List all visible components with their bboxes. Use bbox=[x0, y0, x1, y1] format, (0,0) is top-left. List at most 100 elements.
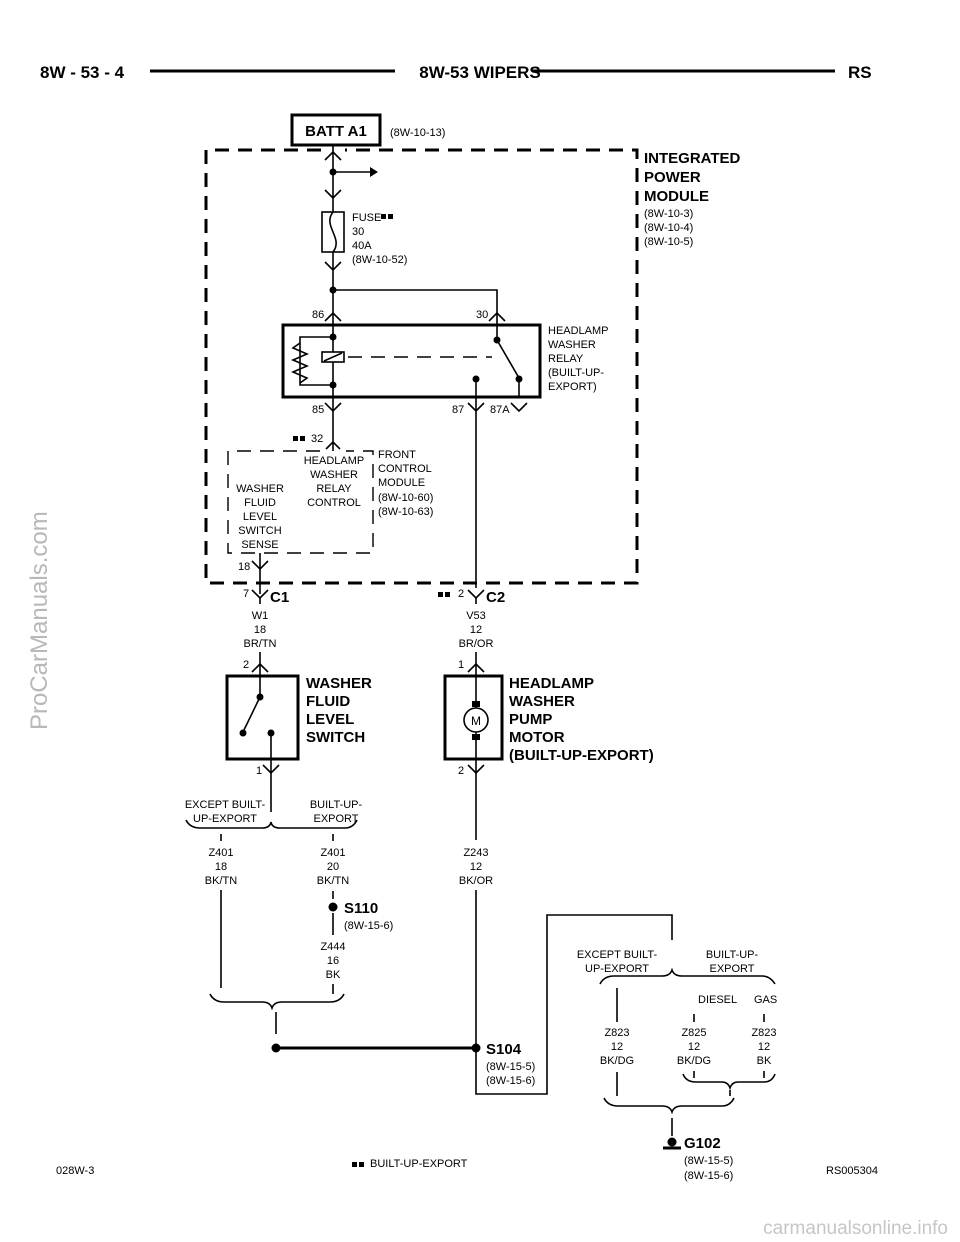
ground-g102: G102 (8W-15-5) (8W-15-6) bbox=[663, 1135, 733, 1182]
relay-label-5: EXPORT) bbox=[548, 381, 597, 393]
svg-text:Z825: Z825 bbox=[681, 1027, 706, 1039]
connector-c1: 7 C1 bbox=[243, 588, 289, 606]
built-up-export-legend-marker bbox=[352, 1162, 364, 1167]
relay-label-2: WASHER bbox=[548, 339, 596, 351]
sense-4: SWITCH bbox=[238, 525, 281, 537]
fuse-number: 30 bbox=[352, 226, 364, 238]
side-watermark: ProCarManuals.com bbox=[26, 511, 53, 730]
c1-name: C1 bbox=[270, 589, 289, 606]
model-code: RS bbox=[848, 63, 872, 82]
pin-30: 30 bbox=[476, 309, 488, 321]
wire-z823-bk: Z823 12 BK bbox=[751, 1027, 776, 1067]
relay-label-3: RELAY bbox=[548, 353, 584, 365]
switch-title-1: WASHER bbox=[306, 675, 372, 692]
headlamp-washer-relay: HEADLAMP WASHER RELAY (BUILT-UP- EXPORT) bbox=[281, 323, 609, 399]
splice-s110: S110 (8W-15-6) Z444 16 BK bbox=[320, 900, 393, 994]
pump-pin-1: 1 bbox=[458, 659, 464, 671]
relay-control-3: RELAY bbox=[316, 483, 352, 495]
pin-87a: 87A bbox=[490, 404, 510, 416]
pin-87: 87 bbox=[452, 404, 464, 416]
svg-text:12: 12 bbox=[611, 1041, 623, 1053]
c2-name: C2 bbox=[486, 589, 505, 606]
wire-z243: Z243 12 BK/OR bbox=[459, 847, 493, 1046]
motor-symbol: M bbox=[471, 714, 481, 728]
ground-option-split: EXCEPT BUILT- UP-EXPORT BUILT-UP- EXPORT… bbox=[577, 949, 777, 1022]
svg-text:12: 12 bbox=[470, 624, 482, 636]
g-except-2: UP-EXPORT bbox=[585, 963, 649, 975]
figure-id: 028W-3 bbox=[56, 1165, 94, 1177]
fcm-pin-32: 32 bbox=[311, 433, 323, 445]
fcm-pin-18: 18 bbox=[238, 561, 250, 573]
fuse-30: FUSE 30 40A (8W-10-52) bbox=[321, 211, 407, 290]
batt-label: BATT A1 bbox=[305, 123, 367, 140]
fcm-label-3: MODULE bbox=[378, 477, 425, 489]
ipm-ref-1: (8W-10-3) bbox=[644, 208, 693, 220]
s104-ref-2: (8W-15-6) bbox=[486, 1075, 535, 1087]
gas-label: GAS bbox=[754, 994, 777, 1006]
g102-name: G102 bbox=[684, 1135, 721, 1152]
g102-ref-2: (8W-15-6) bbox=[684, 1170, 733, 1182]
s110-ref: (8W-15-6) bbox=[344, 920, 393, 932]
svg-text:12: 12 bbox=[758, 1041, 770, 1053]
built-up-export-marker bbox=[293, 436, 305, 441]
page-header: 8W - 53 - 4 8W-53 WIPERS RS bbox=[40, 63, 872, 82]
batt-a1: BATT A1 (8W-10-13) bbox=[290, 113, 445, 147]
relay-output-pins: 85 87 87A bbox=[312, 397, 528, 588]
switch-pin-2: 2 bbox=[243, 659, 249, 671]
svg-text:Z401: Z401 bbox=[320, 847, 345, 859]
fuse-ref: (8W-10-52) bbox=[352, 254, 407, 266]
except-2: UP-EXPORT bbox=[193, 813, 257, 825]
svg-text:W1: W1 bbox=[252, 610, 269, 622]
svg-text:16: 16 bbox=[327, 955, 339, 967]
sense-3: LEVEL bbox=[243, 511, 277, 523]
integrated-power-module: INTEGRATED POWER MODULE (8W-10-3) (8W-10… bbox=[204, 148, 741, 585]
relay-label-1: HEADLAMP bbox=[548, 325, 609, 337]
legend-label: BUILT-UP-EXPORT bbox=[370, 1158, 468, 1170]
diesel-label: DIESEL bbox=[698, 994, 737, 1006]
c1-pin: 7 bbox=[243, 588, 249, 600]
relay-control-4: CONTROL bbox=[307, 497, 361, 509]
page-title: 8W-53 WIPERS bbox=[419, 63, 541, 82]
svg-text:12: 12 bbox=[470, 861, 482, 873]
sense-5: SENSE bbox=[241, 539, 278, 551]
splice-s104: S104 (8W-15-5) (8W-15-6) bbox=[475, 914, 673, 1095]
svg-text:18: 18 bbox=[254, 624, 266, 636]
built-up-export-marker bbox=[438, 592, 450, 597]
built-up-export-marker bbox=[381, 214, 393, 219]
diesel-gas-merge bbox=[603, 1071, 776, 1136]
page-number: 8W - 53 - 4 bbox=[40, 63, 125, 82]
s110-name: S110 bbox=[344, 900, 378, 917]
fcm-label-2: CONTROL bbox=[378, 463, 432, 475]
except-1: EXCEPT BUILT- bbox=[185, 799, 266, 811]
wire-z825: Z825 12 BK/DG bbox=[677, 1027, 711, 1067]
front-control-module: 32 HEADLAMP WASHER RELAY CONTROL WASHER … bbox=[227, 433, 433, 594]
ipm-title-2: POWER bbox=[644, 169, 701, 186]
wire-z401-20: Z401 20 BK/TN bbox=[317, 847, 349, 899]
c2-pin: 2 bbox=[458, 588, 464, 600]
svg-text:Z823: Z823 bbox=[604, 1027, 629, 1039]
svg-text:BK/TN: BK/TN bbox=[317, 875, 349, 887]
switch-title-2: FLUID bbox=[306, 693, 350, 710]
switch-pin-1: 1 bbox=[256, 765, 262, 777]
s104-name: S104 bbox=[486, 1041, 522, 1058]
pump-pin-2: 2 bbox=[458, 765, 464, 777]
wire-w1: W1 18 BR/TN bbox=[244, 610, 277, 676]
page-footer: 028W-3 BUILT-UP-EXPORT RS005304 bbox=[56, 1158, 878, 1177]
headlamp-washer-pump-motor: 1 M HEADLAMP WASHER PUMP MOTOR (BUILT-UP… bbox=[443, 659, 654, 840]
pump-title-2: WASHER bbox=[509, 693, 575, 710]
g102-ref-1: (8W-15-5) bbox=[684, 1155, 733, 1167]
relay-control-2: WASHER bbox=[310, 469, 358, 481]
ipm-title-3: MODULE bbox=[644, 188, 709, 205]
pump-title-1: HEADLAMP bbox=[509, 675, 594, 692]
switch-title-4: SWITCH bbox=[306, 729, 365, 746]
ipm-title-1: INTEGRATED bbox=[644, 150, 741, 167]
fuse-label: FUSE bbox=[352, 212, 381, 224]
fuse-rating: 40A bbox=[352, 240, 372, 252]
svg-text:BK/DG: BK/DG bbox=[600, 1055, 634, 1067]
ipm-ref-3: (8W-10-5) bbox=[644, 236, 693, 248]
svg-text:12: 12 bbox=[688, 1041, 700, 1053]
connector-c2: 2 C2 bbox=[438, 588, 505, 606]
batt-ref: (8W-10-13) bbox=[390, 127, 445, 139]
svg-text:Z401: Z401 bbox=[208, 847, 233, 859]
